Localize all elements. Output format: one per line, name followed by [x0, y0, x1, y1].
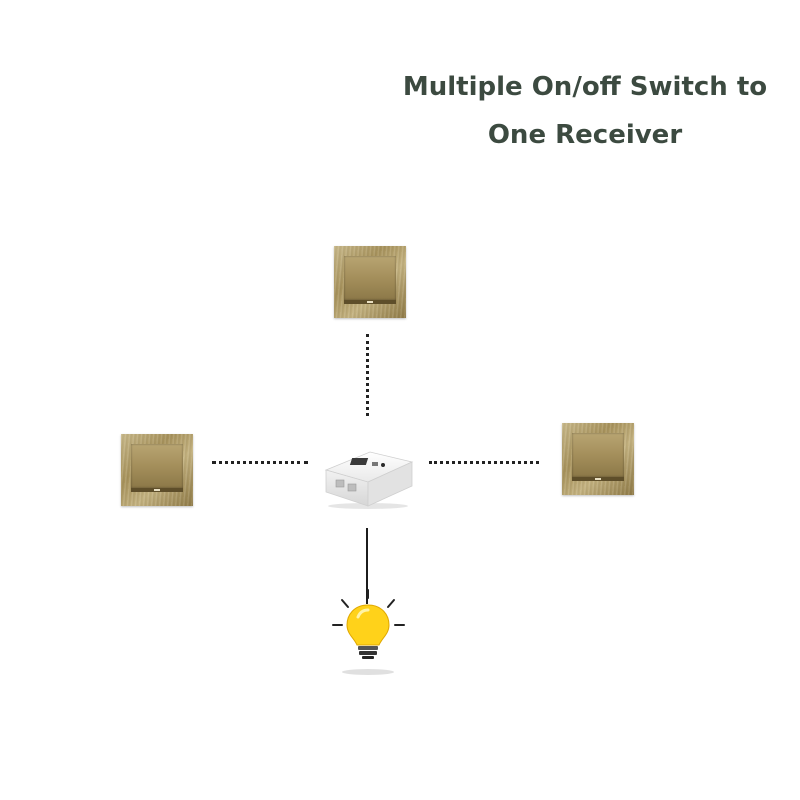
- wall-switch-icon-left: [121, 434, 193, 506]
- wire-to-lamp: [366, 528, 368, 604]
- switch-indicator: [367, 301, 373, 303]
- receiver-module-icon: [324, 451, 414, 509]
- connector-left: [212, 461, 308, 464]
- connector-top: [366, 334, 369, 416]
- wall-switch-icon-right: [562, 423, 634, 495]
- switch-indicator: [595, 478, 601, 480]
- wall-switch-icon-top: [334, 246, 406, 318]
- connector-right: [429, 461, 539, 464]
- switch-plate: [131, 444, 183, 488]
- switch-plate: [344, 256, 396, 300]
- switch-plate: [572, 433, 624, 477]
- diagram-title-line-1: Multiple On/off Switch to: [402, 72, 768, 102]
- light-bulb-icon: [332, 589, 405, 675]
- diagram-title-line-2: One Receiver: [487, 120, 683, 150]
- switch-indicator: [154, 489, 160, 491]
